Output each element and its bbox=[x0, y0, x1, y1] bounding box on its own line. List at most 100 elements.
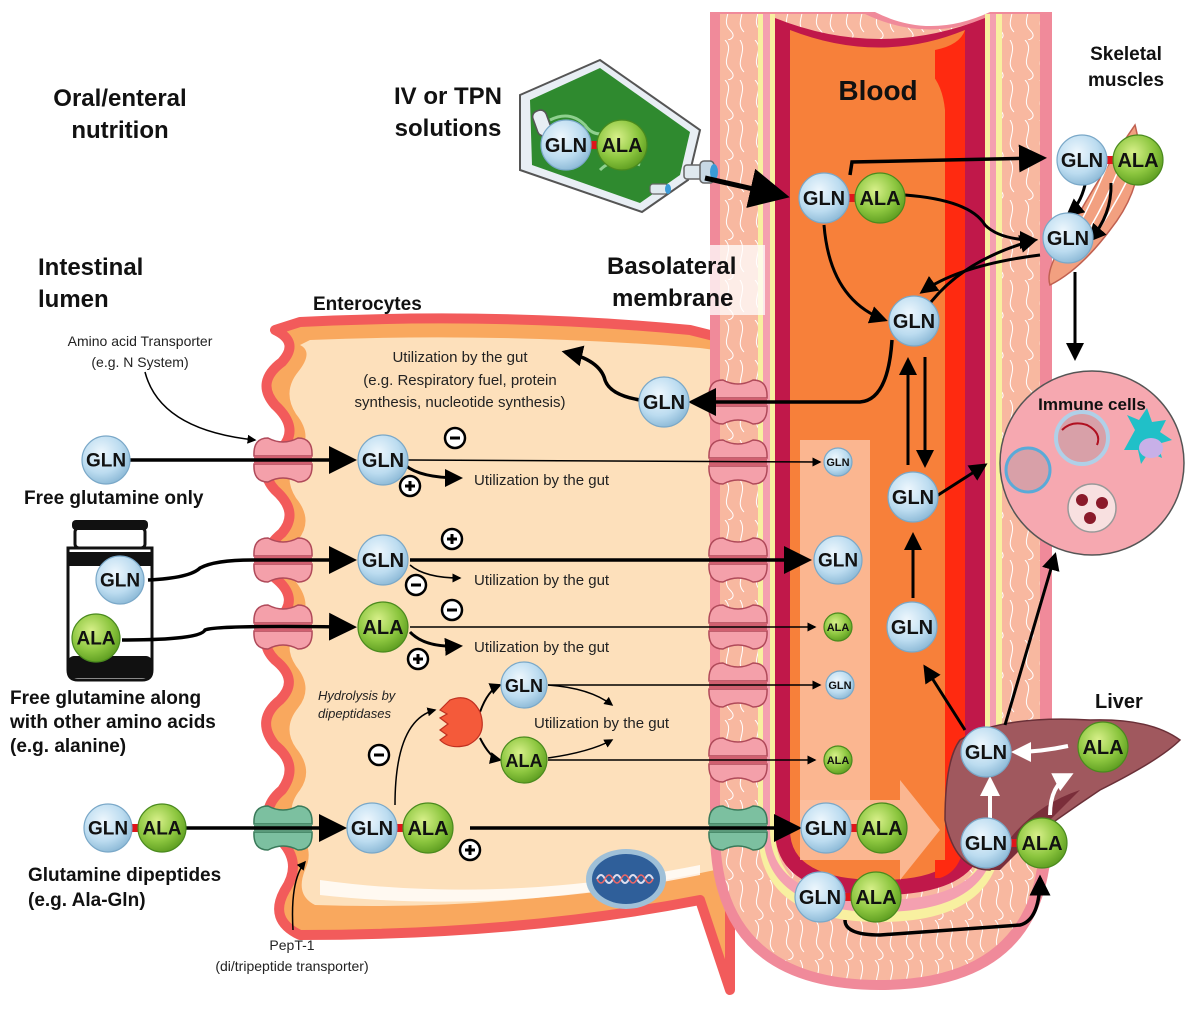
enterocyte-dipeptide-ala-label: ALA bbox=[407, 818, 448, 840]
free-glutamine-label: Free glutamine only bbox=[24, 488, 204, 509]
iv-dipeptide-gln: GLN bbox=[540, 119, 592, 171]
hydrolyzed-ala-label: ALA bbox=[506, 751, 543, 771]
enterocyte-dipeptide bbox=[393, 824, 407, 832]
flow-arrows bbox=[121, 144, 1113, 937]
hydrolyzed-ala: ALA bbox=[500, 736, 548, 784]
intestinal-lumen-label-line2: lumen bbox=[38, 286, 109, 313]
enterocyte-dipeptide-ala: ALA bbox=[402, 802, 454, 854]
muscle-dipeptide-gln-label: GLN bbox=[1061, 150, 1103, 172]
blood-dipeptide-gln: GLN bbox=[798, 172, 850, 224]
absorbed-gln-small-1-label: GLN bbox=[826, 457, 849, 469]
lumen-free-gln: GLN bbox=[81, 435, 131, 485]
negative-regulation-icon bbox=[367, 743, 391, 767]
gut-utilization-label-row3: Utilization by the gut bbox=[474, 639, 610, 656]
blood-gln-lower-label: GLN bbox=[891, 617, 933, 639]
jar-gln: GLN bbox=[95, 555, 145, 605]
absorbed-gln-large-label: GLN bbox=[818, 551, 858, 572]
basolateral-label-line1: Basolateral bbox=[607, 253, 736, 280]
iv-dipeptide-ala-label: ALA bbox=[601, 135, 642, 157]
liver-dipeptide-ala-label: ALA bbox=[1021, 833, 1062, 855]
molecules: GLN ALA GLN ALA GLN ALA GLN GLN GLN GLN GLN GLN GLN A… bbox=[71, 119, 1164, 923]
annotation-labels: Amino acid Transporter (e.g. N System) P… bbox=[68, 333, 670, 974]
immune-cells-label: Immune cells bbox=[1038, 395, 1146, 414]
blood-gln-middle: GLN bbox=[887, 471, 939, 523]
lumen-free-gln-label: GLN bbox=[86, 451, 126, 472]
liver-label: Liver bbox=[1095, 691, 1143, 713]
aa-transporter-note-line2: (e.g. N System) bbox=[91, 354, 188, 370]
absorbed-dipeptide-ala-label: ALA bbox=[861, 818, 902, 840]
blood-gln-upper: GLN bbox=[888, 295, 940, 347]
absorbed-ala-small-2-label: ALA bbox=[827, 755, 850, 767]
blood-dipeptide-gln-label: GLN bbox=[803, 188, 845, 210]
blood-gln-middle-label: GLN bbox=[892, 487, 934, 509]
muscle-dipeptide-gln: GLN bbox=[1056, 134, 1108, 186]
muscle-gln-label: GLN bbox=[1047, 228, 1089, 250]
iv-tpn-label-line2: solutions bbox=[395, 115, 502, 142]
negative-regulation-icon bbox=[443, 426, 467, 450]
blood-dipeptide-ala-label: ALA bbox=[859, 188, 900, 210]
gut-utilization-label-row4: Utilization by the gut bbox=[534, 715, 670, 732]
amino-acid-transporter-icon bbox=[708, 662, 768, 708]
hydrolyzed-gln-label: GLN bbox=[505, 676, 543, 696]
muscle-gln: GLN bbox=[1042, 212, 1094, 264]
lumen-dipeptide-gln: GLN bbox=[83, 803, 133, 853]
gut-utilization-detail-line1: Utilization by the gut bbox=[392, 349, 528, 366]
liver-ala-label: ALA bbox=[1082, 737, 1123, 759]
dipeptidase-enzyme-icon bbox=[438, 697, 483, 748]
positive-regulation-icon bbox=[398, 474, 422, 498]
enterocyte-gln-return-label: GLN bbox=[643, 392, 685, 414]
positive-regulation-icon bbox=[440, 527, 464, 551]
enterocyte-gln-return: GLN bbox=[638, 376, 690, 428]
gut-utilization-detail-line3: synthesis, nucleotide synthesis) bbox=[355, 394, 566, 411]
lumen-dipeptide-gln-label: GLN bbox=[88, 819, 128, 840]
absorbed-gln-small-2-label: GLN bbox=[828, 680, 851, 692]
intestinal-lumen-label-line1: Intestinal bbox=[38, 254, 143, 281]
absorbed-ala-small-2: ALA bbox=[823, 745, 853, 775]
aa-transporter-note-line1: Amino acid Transporter bbox=[68, 333, 213, 349]
hydrolysis-note-line1: Hydrolysis by bbox=[318, 688, 397, 703]
enterocyte-dipeptide-gln: GLN bbox=[346, 802, 398, 854]
liver-dipeptide-gln: GLN bbox=[960, 817, 1012, 869]
blood-gln-upper-label: GLN bbox=[893, 311, 935, 333]
free-glutamine-other-label-line1: Free glutamine along bbox=[10, 688, 201, 709]
absorbed-dipeptide bbox=[847, 824, 861, 832]
positive-regulation-icon bbox=[406, 647, 430, 671]
liver-dipeptide bbox=[1007, 839, 1021, 847]
jar-ala-label: ALA bbox=[76, 629, 115, 650]
blood-dipeptide-lower-gln: GLN bbox=[794, 871, 846, 923]
lumen-dipeptide-ala-label: ALA bbox=[142, 819, 181, 840]
blood-dipeptide-lower-gln-label: GLN bbox=[799, 887, 841, 909]
basolateral-label-backing bbox=[600, 245, 765, 315]
dipeptides-label-line1: Glutamine dipeptides bbox=[28, 865, 221, 886]
lumen-dipeptide bbox=[128, 824, 142, 832]
blood-dipeptide-lower-ala-label: ALA bbox=[855, 887, 896, 909]
blood-gln-lower: GLN bbox=[886, 601, 938, 653]
enterocyte-ala-row3: ALA bbox=[357, 601, 409, 653]
enterocyte-dipeptide-gln-label: GLN bbox=[351, 818, 393, 840]
section-labels: Oral/enteral nutrition IV or TPN solutio… bbox=[38, 44, 1164, 713]
enterocyte-gln-row2-label: GLN bbox=[362, 550, 404, 572]
liver-gln: GLN bbox=[960, 726, 1012, 778]
negative-regulation-icon bbox=[404, 573, 428, 597]
negative-regulation-icon bbox=[440, 598, 464, 622]
oral-enteral-label-line1: Oral/enteral bbox=[53, 85, 186, 112]
hydrolyzed-gln: GLN bbox=[500, 661, 548, 709]
basolateral-label-line2: membrane bbox=[612, 285, 733, 312]
blood-label: Blood bbox=[838, 75, 917, 106]
gut-utilization-label-row2: Utilization by the gut bbox=[474, 572, 610, 589]
source-labels: Free glutamine only Free glutamine along… bbox=[9, 488, 221, 911]
regulation-signs bbox=[367, 426, 482, 862]
liver-dipeptide-ala: ALA bbox=[1016, 817, 1068, 869]
liver-gln-label: GLN bbox=[965, 742, 1007, 764]
muscle-dipeptide bbox=[1103, 156, 1117, 164]
hydrolysis-note-line2: dipeptidases bbox=[318, 706, 391, 721]
pept1-note-line2: (di/tripeptide transporter) bbox=[215, 958, 368, 974]
lumen-dipeptide-ala: ALA bbox=[137, 803, 187, 853]
liver-ala: ALA bbox=[1077, 721, 1129, 773]
absorbed-dipeptide-gln: GLN bbox=[800, 802, 852, 854]
blood-dipeptide-ala: ALA bbox=[854, 172, 906, 224]
absorbed-ala-small-1: ALA bbox=[823, 612, 853, 642]
absorbed-dipeptide-ala: ALA bbox=[856, 802, 908, 854]
